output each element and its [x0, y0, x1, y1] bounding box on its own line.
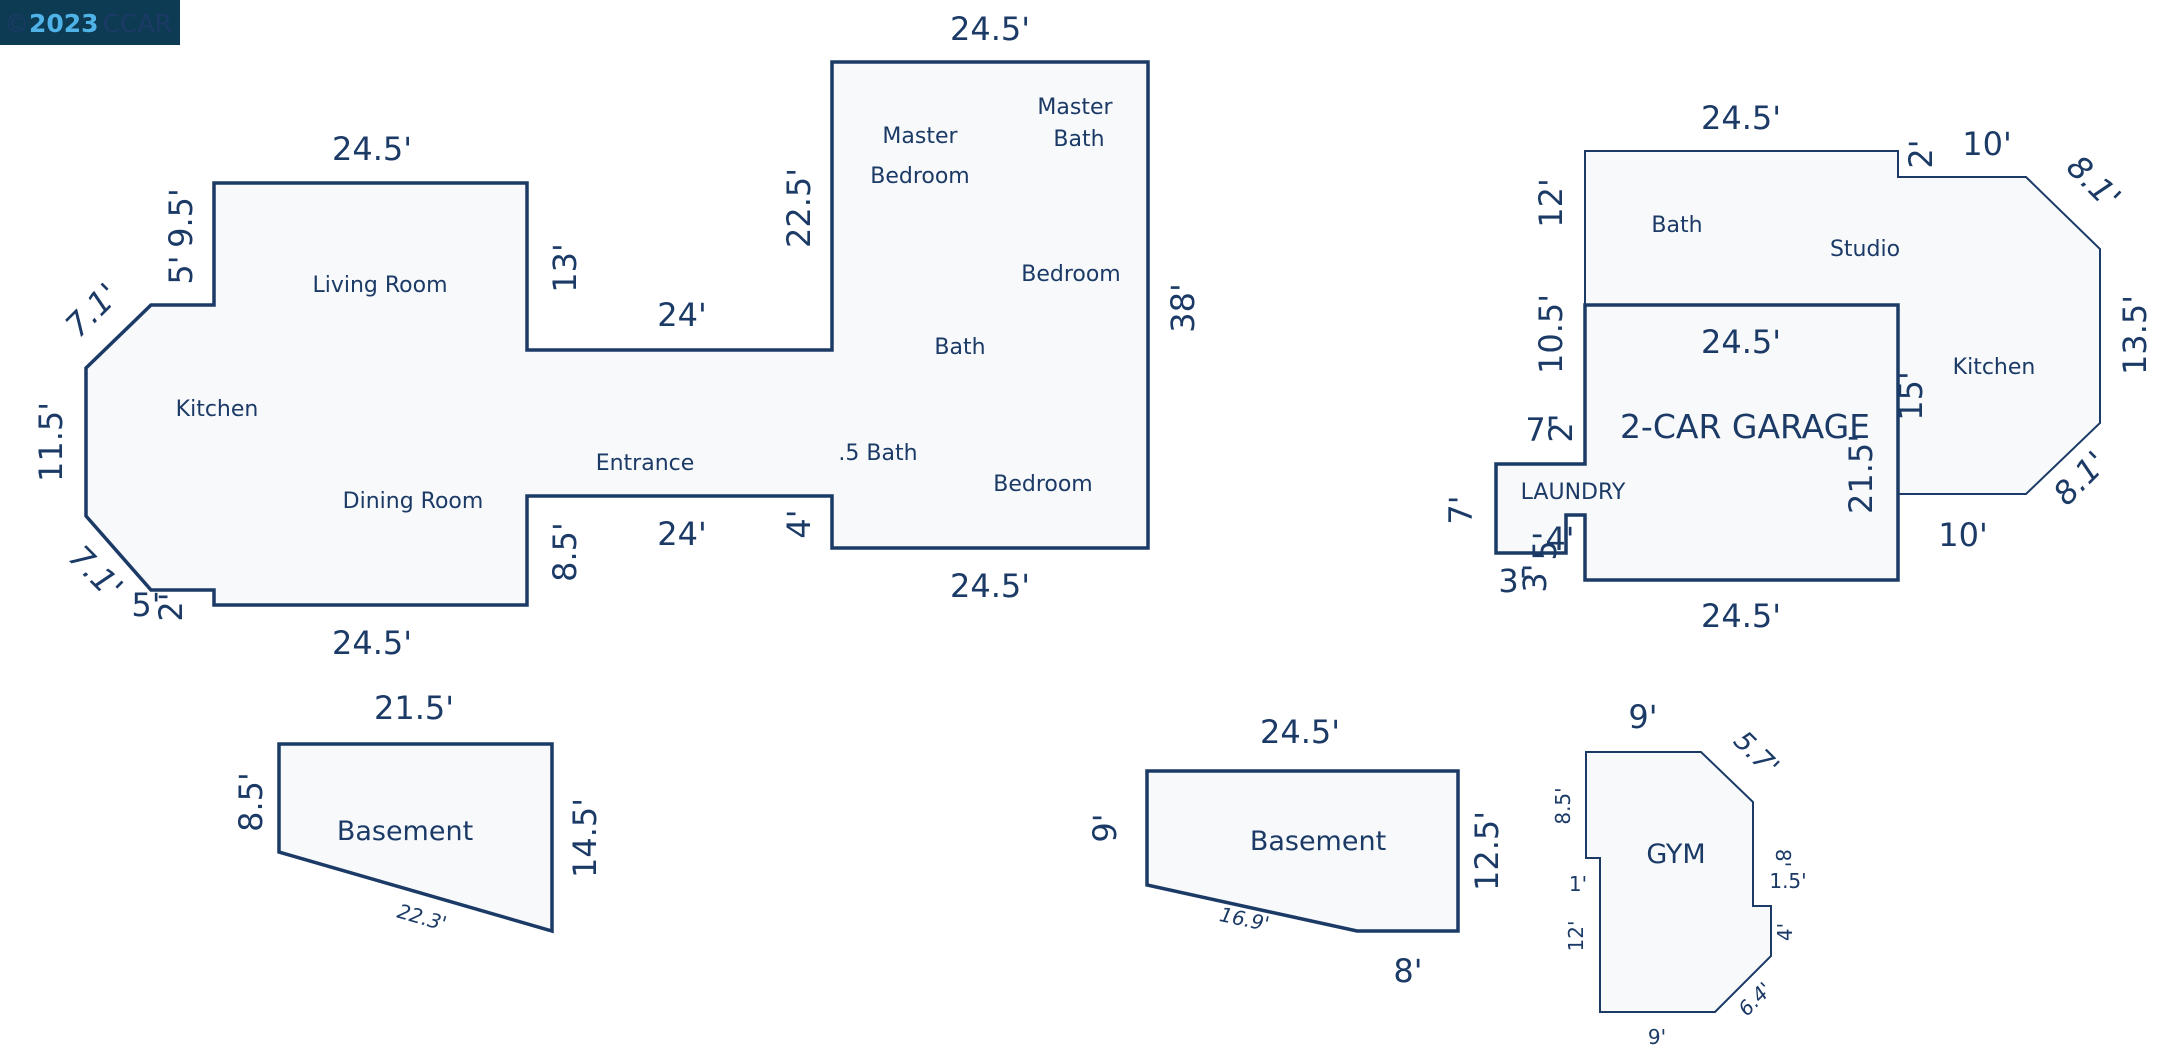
room-entrance: Entrance: [596, 451, 695, 476]
dimension-label: 8': [1771, 849, 1795, 867]
room-studio: Studio: [1830, 237, 1900, 262]
gym-outline: [1585, 751, 1772, 1013]
dimension-label: 21.5': [374, 689, 454, 727]
room-bath: Bath: [1651, 213, 1702, 238]
garage-unit: Bath Studio Kitchen 2-CAR GARAGE LAUNDRY…: [1442, 99, 2154, 635]
dimension-label: 24.5': [332, 130, 412, 168]
garage-outline: [1494, 303, 1900, 582]
dimension-label: 24': [657, 515, 707, 553]
room-gym: GYM: [1646, 839, 1705, 870]
dimension-label: 9': [1086, 813, 1124, 842]
dimension-label: 7': [1442, 495, 1480, 524]
dimension-label: 22.5': [780, 168, 818, 248]
dimension-label: 5': [162, 255, 200, 284]
dimension-label: 5': [1526, 531, 1564, 560]
basement-left: Basement 21.5' 8.5' 14.5' 22.3': [232, 689, 604, 936]
room-bedroom: Bedroom: [993, 472, 1093, 497]
dimension-label: 8': [1393, 952, 1422, 990]
dimension-label: 10.5': [1532, 294, 1570, 374]
room-master-bedroom: Bedroom: [870, 164, 970, 189]
dimension-label: 14.5': [566, 798, 604, 878]
dimension-label: 24.5': [1260, 713, 1340, 751]
dimension-label: 24.5': [950, 10, 1030, 48]
dimension-label: 8.5': [546, 522, 584, 582]
room-garage: 2-CAR GARAGE: [1620, 407, 1870, 446]
basement-right: Basement 24.5' 9' 12.5' 8' 16.9': [1086, 713, 1506, 990]
dimension-label: 10': [1962, 125, 2012, 163]
dimension-label: 5': [131, 586, 160, 624]
dimension-label: 7.1': [58, 276, 127, 345]
dimension-label: 24.5': [1701, 323, 1781, 361]
room-kitchen: Kitchen: [176, 397, 259, 422]
room-basement: Basement: [337, 816, 473, 847]
dimension-label: 3': [1498, 562, 1527, 600]
room-bath: Bath: [934, 335, 985, 360]
dimension-label: 12.5': [1468, 811, 1506, 891]
dimension-label: 2': [1902, 139, 1940, 168]
basement-outline: [1145, 769, 1460, 933]
dimension-label: 3': [1516, 563, 1554, 592]
gym-unit: GYM 9' 5.7' 8.5' 8' 1.5' 1' 12' 4' 6.4' …: [1551, 698, 1807, 1049]
room-bedroom: Bedroom: [1021, 262, 1121, 287]
room-laundry: LAUNDRY: [1521, 480, 1626, 505]
dimension-label: 8.5': [1551, 787, 1575, 824]
dimension-label: 4': [1773, 923, 1797, 941]
dimension-label: 13': [546, 243, 584, 293]
room-master-bath: Master: [1037, 95, 1113, 120]
room-half-bath: .5 Bath: [838, 441, 917, 466]
dimension-label: 12': [1532, 178, 1570, 228]
dimension-label: 38': [1164, 283, 1202, 333]
dimension-label: 21.5': [1842, 434, 1880, 514]
dimension-label: 24.5': [950, 567, 1030, 605]
room-master-bath: Bath: [1053, 127, 1104, 152]
main-floor: Master Bedroom Master Bath Living Room B…: [32, 10, 1202, 662]
dimension-label: 24.5': [332, 624, 412, 662]
dimension-label: 24': [657, 296, 707, 334]
dimension-label: 5.7': [1727, 725, 1785, 783]
dimension-label: 9': [1648, 1025, 1666, 1049]
room-kitchen: Kitchen: [1953, 355, 2036, 380]
dimension-label: 2': [152, 592, 190, 621]
dimension-label: 24.5': [1701, 597, 1781, 635]
main-floor-outline: [84, 60, 1150, 607]
room-master-bedroom: Master: [882, 124, 958, 149]
dimension-label: 9.5': [162, 188, 200, 248]
dimension-label: 8.1': [2059, 148, 2128, 217]
dimension-label: 15': [1892, 371, 1930, 421]
dimension-label: 22.3': [395, 899, 450, 936]
dimension-label: 10': [1938, 516, 1988, 554]
dimension-label: 9': [1628, 698, 1657, 736]
basement-outline: [277, 742, 554, 934]
dimension-label: 7': [1525, 411, 1554, 449]
dimension-label: 4': [780, 509, 818, 538]
dimension-label: 1': [1569, 872, 1587, 896]
dimension-label: 12': [1564, 921, 1588, 952]
dimension-label: 2': [1542, 413, 1580, 442]
dimension-label: 8.5': [232, 772, 270, 832]
room-living-room: Living Room: [312, 273, 447, 298]
room-dining-room: Dining Room: [343, 489, 484, 514]
dimension-label: 13.5': [2116, 295, 2154, 375]
dimension-label: 1.5': [1769, 869, 1806, 893]
dimension-label: 24.5': [1701, 99, 1781, 137]
dimension-label: 4': [1545, 520, 1574, 558]
dimension-label: 11.5': [32, 402, 70, 482]
room-basement: Basement: [1250, 826, 1386, 857]
